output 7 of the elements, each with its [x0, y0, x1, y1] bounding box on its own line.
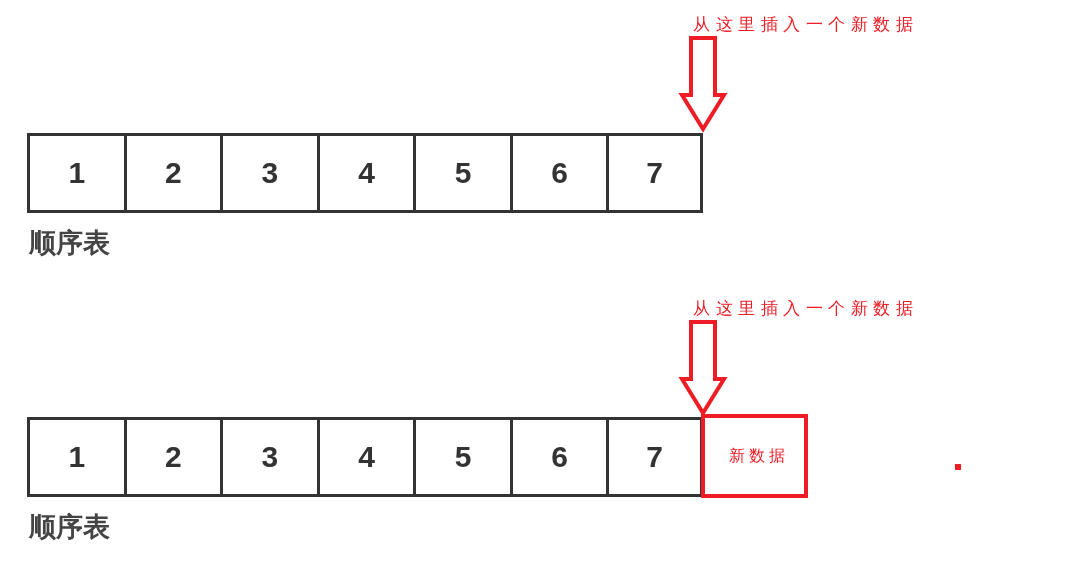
array-caption: 顺序表 — [29, 510, 110, 544]
block-arrow — [678, 320, 728, 415]
new-data-box: 新数据 — [701, 414, 808, 498]
insert-note: 从这里插入一个新数据 — [693, 296, 918, 320]
insert-note: 从这里插入一个新数据 — [693, 12, 918, 36]
array-caption: 顺序表 — [29, 226, 110, 260]
block-arrow — [678, 36, 728, 131]
